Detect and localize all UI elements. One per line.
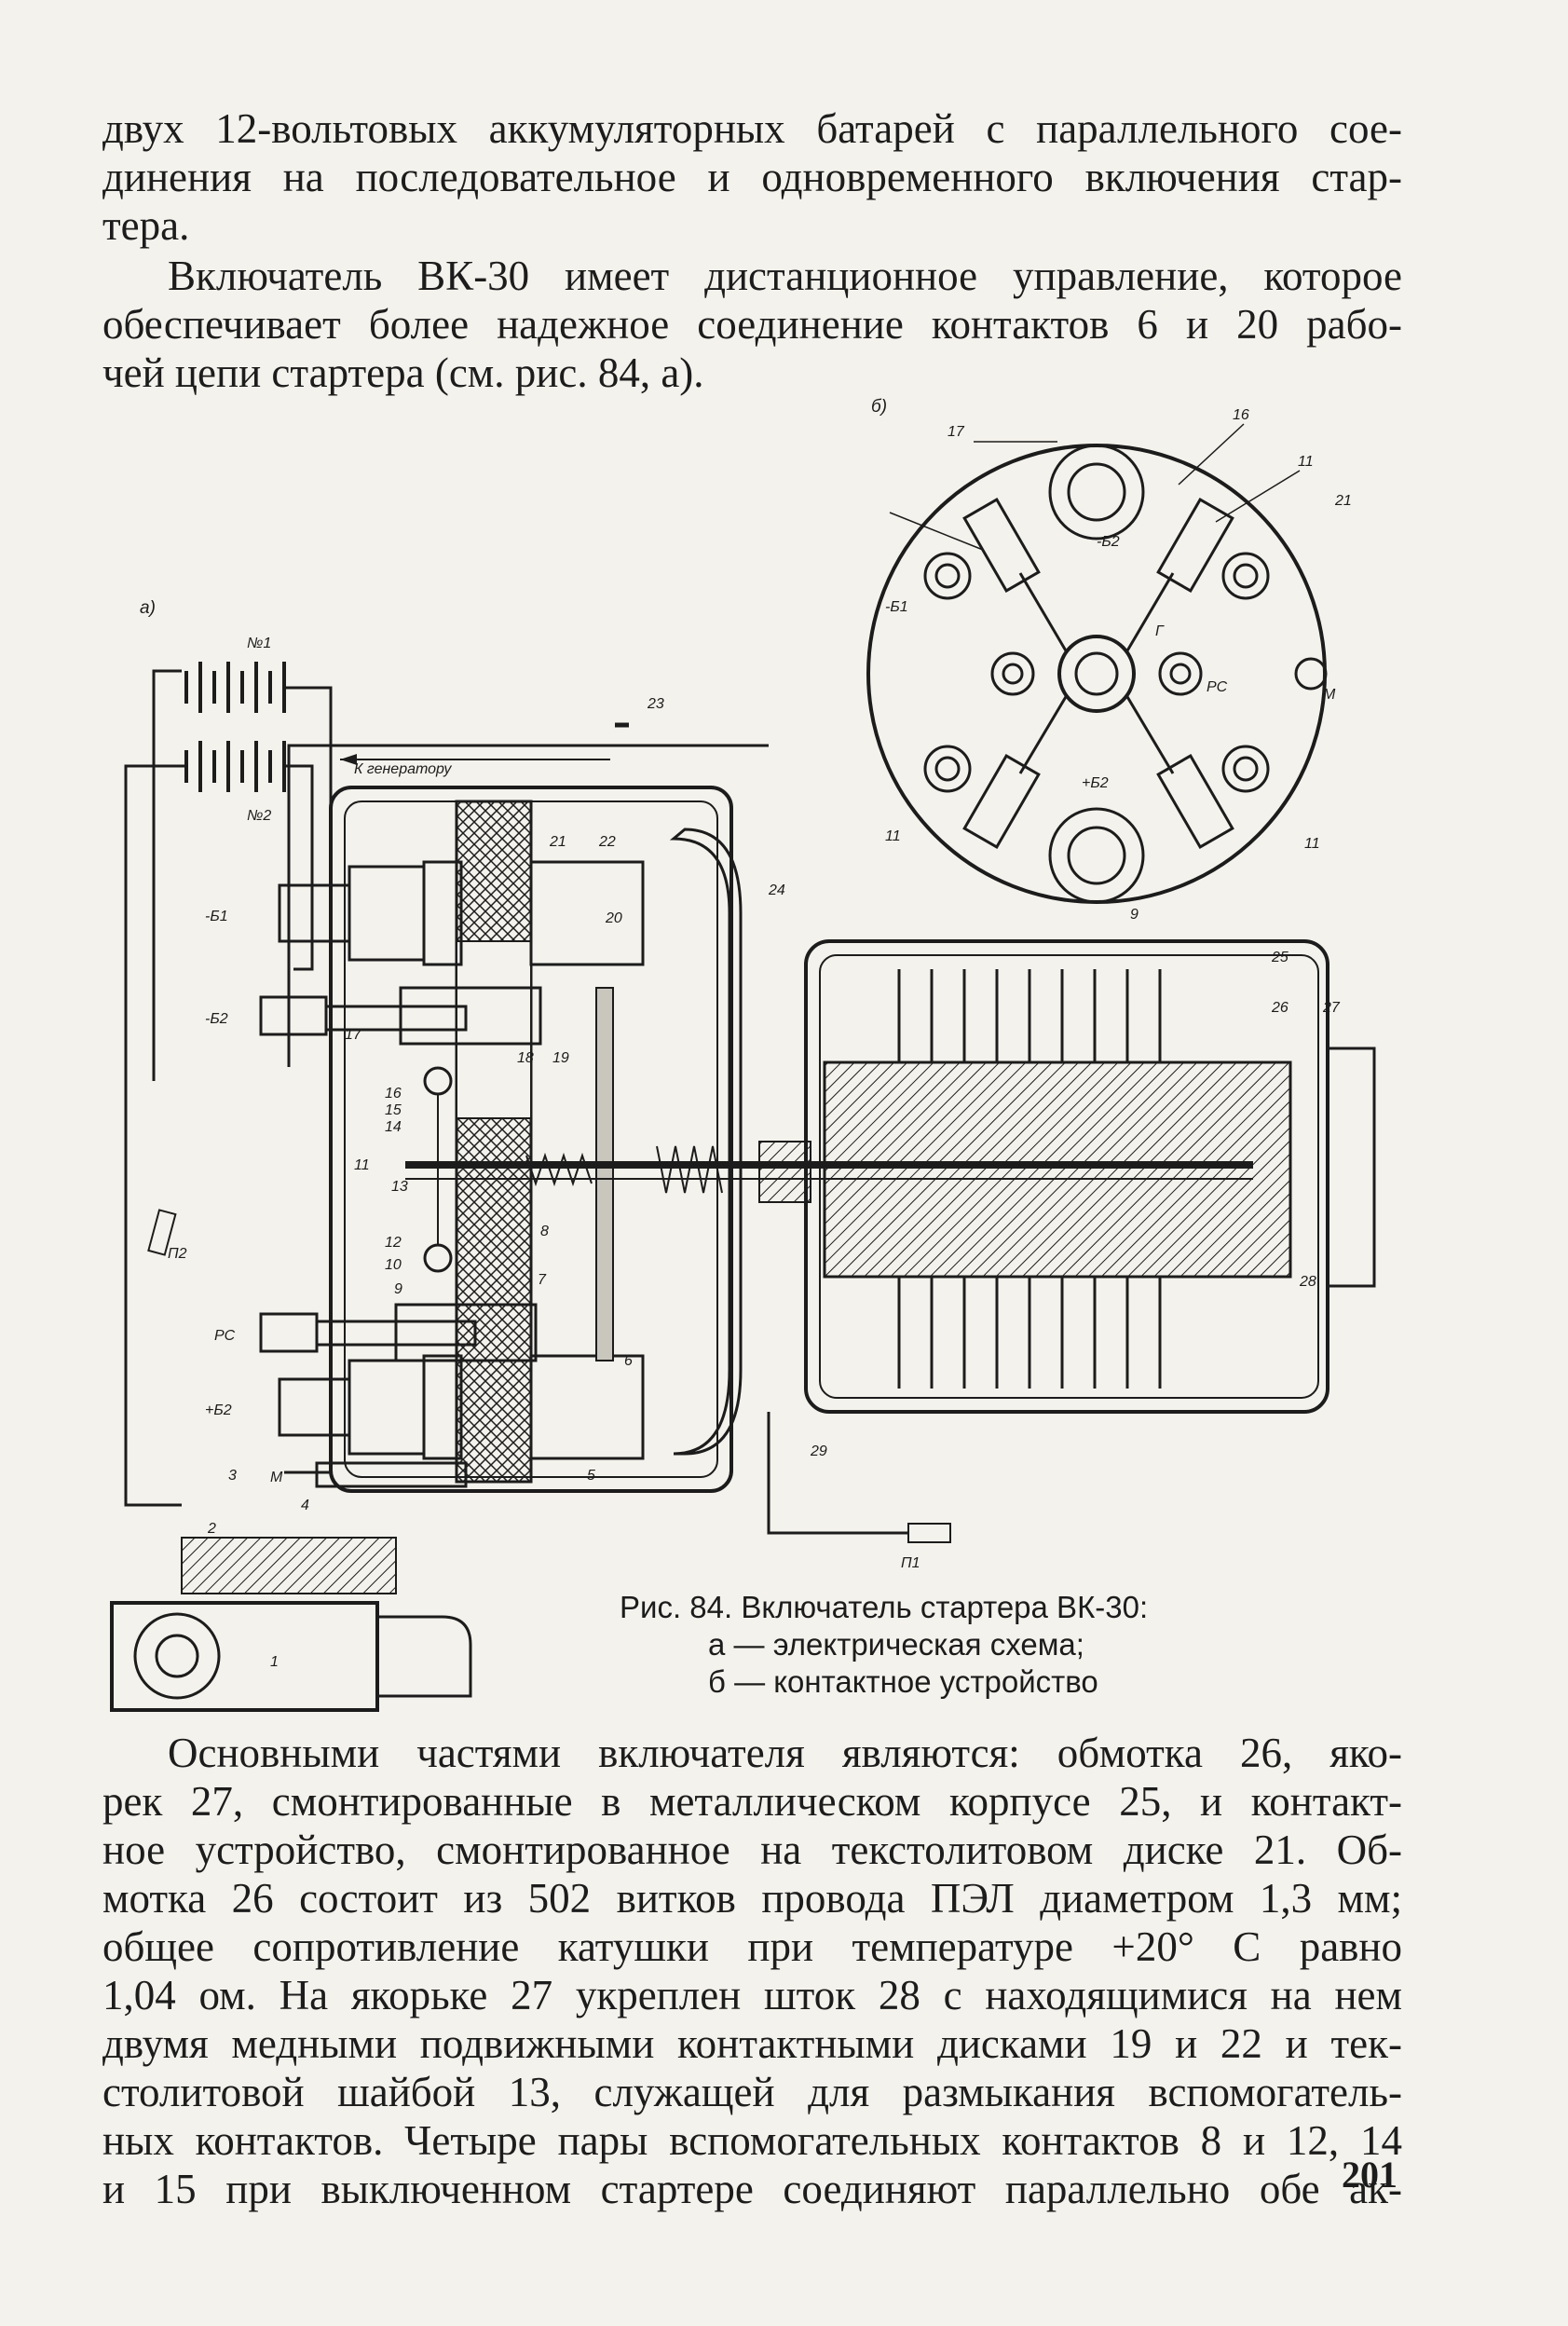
svg-text:РС: РС	[214, 1328, 236, 1344]
text-line: двумя медными подвижными контактными дис…	[102, 2020, 1402, 2067]
callout: 24	[768, 883, 785, 898]
callout: 27	[1322, 1000, 1341, 1016]
svg-text:М: М	[270, 1470, 283, 1485]
generator-label: К генератору	[354, 761, 452, 777]
caption-line-b: б — контактное устройство	[708, 1664, 1098, 1699]
paragraph-continuation: двух 12-вольтовых аккумуляторных батарей…	[102, 104, 1402, 250]
solenoid	[804, 939, 1376, 1414]
callout: 16	[1233, 407, 1249, 423]
panel-a-label: а)	[140, 598, 156, 618]
callout: 11	[1298, 454, 1314, 470]
caption-line-a: а — электрическая схема;	[708, 1627, 1084, 1662]
caption-title: Рис. 84. Включатель стартера ВК-30:	[620, 1590, 1149, 1624]
callout: -Б1	[885, 599, 908, 615]
text-line: динения на последовательное и одновремен…	[102, 154, 1402, 200]
callout: 11	[1304, 836, 1320, 852]
terminal-m: М	[270, 1461, 468, 1488]
text-line: общее сопротивление катушки при температ…	[102, 1923, 1402, 1970]
callout: 14	[385, 1119, 402, 1135]
callout: 28	[1299, 1274, 1316, 1290]
battery-label: №1	[247, 636, 271, 651]
callout: -Б2	[1097, 534, 1120, 550]
text-line: Основными частями включателя являются: о…	[168, 1730, 1402, 1776]
callout: 19	[552, 1050, 569, 1066]
fuse-p2-label: П2	[168, 1246, 187, 1262]
text-line: Включатель ВК-30 имеет дистанционное упр…	[168, 253, 1402, 299]
text-line: и 15 при выключенном стартере соединяют …	[102, 2166, 1402, 2212]
callout: 25	[1271, 950, 1288, 965]
terminal-b2-minus: -Б2	[205, 986, 542, 1046]
callout: 4	[301, 1498, 309, 1513]
text-line: тера.	[102, 202, 190, 249]
callout: 17	[345, 1027, 362, 1043]
callout: 8	[540, 1224, 549, 1239]
callout: 26	[1271, 1000, 1288, 1016]
callout: М	[1323, 687, 1336, 703]
callout: 11	[885, 828, 901, 844]
svg-text:+Б2: +Б2	[205, 1402, 232, 1418]
text-line: 1,04 ом. На якорьке 27 укреплен шток 28 …	[102, 1972, 1402, 2018]
contact-device-disc: б)	[866, 397, 1352, 923]
callout: 20	[605, 910, 622, 926]
text-line: ное устройство, смонтированное на тексто…	[102, 1827, 1402, 1873]
text-line: обеспечивает более надежное соединение к…	[102, 301, 1402, 348]
callout: 18	[517, 1050, 534, 1066]
callout: 6	[624, 1353, 633, 1369]
paragraph-main-parts: Основными частями включателя являются: о…	[102, 1729, 1402, 2213]
callout: 2	[207, 1521, 216, 1537]
text-line: ных контактов. Четыре пары вспомогательн…	[102, 2117, 1402, 2164]
callout: РС	[1207, 679, 1228, 695]
text-line: столитовой шайбой 13, служащей для размы…	[102, 2069, 1402, 2115]
battery-label: №2	[247, 808, 271, 824]
callout: 11	[354, 1157, 370, 1173]
callout: 10	[385, 1257, 402, 1273]
callout: 7	[538, 1272, 547, 1288]
fuse-p1-label: П1	[901, 1555, 920, 1571]
callout: 5	[587, 1468, 595, 1484]
terminal-b2-plus: +Б2	[205, 1354, 645, 1460]
callout: 21	[549, 834, 566, 850]
text-line: рек 27, смонтированные в металлическом к…	[102, 1778, 1402, 1825]
callout: 9	[394, 1281, 402, 1297]
starter-motor: 1	[110, 1537, 472, 1712]
battery-pack: №1 №2	[184, 636, 286, 824]
text-line: чей цепи стартера (см. рис. 84, а).	[102, 349, 704, 396]
starter-switch-drawing: б)	[110, 397, 1376, 1712]
electrical-scheme: а) №1 №2	[110, 598, 1376, 1712]
callout: 21	[1334, 493, 1352, 509]
callout: 16	[385, 1086, 402, 1101]
paragraph-vk30-intro: Включатель ВК-30 имеет дистанционное упр…	[102, 252, 1402, 397]
callout: 17	[948, 424, 965, 440]
callout: 22	[598, 834, 616, 850]
callout: Г	[1155, 623, 1165, 639]
callout: 9	[1130, 907, 1139, 923]
text-line: мотка 26 состоит из 502 витков провода П…	[102, 1875, 1402, 1922]
callout: 15	[385, 1102, 402, 1118]
callout: 3	[228, 1468, 237, 1484]
panel-b-label: б)	[871, 397, 887, 417]
figure-caption: Рис. 84. Включатель стартера ВК-30: а — …	[620, 1589, 1309, 1701]
terminal-b1: -Б1	[205, 860, 645, 966]
svg-text:-Б2: -Б2	[205, 1011, 228, 1027]
figure-84: б)	[89, 391, 1411, 1724]
callout: 13	[391, 1179, 408, 1195]
callout: 23	[647, 696, 664, 712]
terminal-rs: РС	[214, 1303, 538, 1362]
callout: 29	[810, 1443, 827, 1459]
text-line: двух 12-вольтовых аккумуляторных батарей…	[102, 105, 1402, 152]
callout: +Б2	[1082, 775, 1109, 791]
callout: 12	[385, 1235, 402, 1251]
page-number: 201	[1342, 2154, 1398, 2196]
svg-text:-Б1: -Б1	[205, 909, 228, 924]
starter-number: 1	[270, 1654, 279, 1670]
